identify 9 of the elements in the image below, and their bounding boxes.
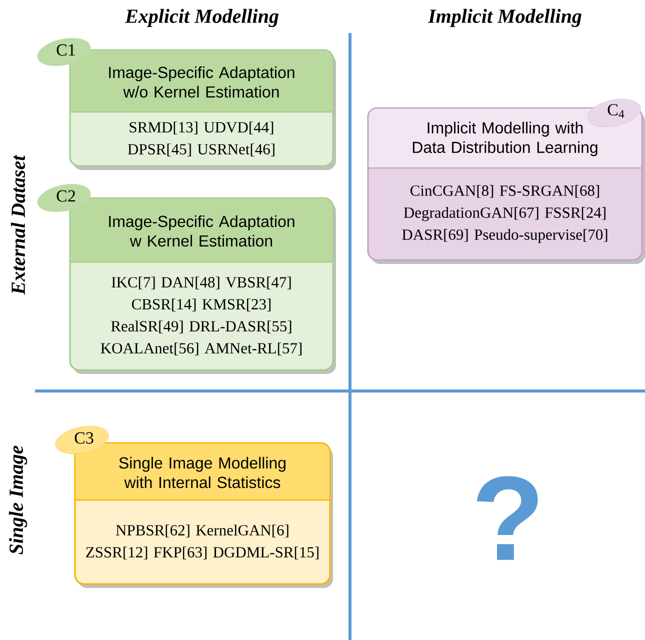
row-heading: External Dataset — [10, 154, 26, 295]
column-heading: Explicit Modelling — [124, 8, 278, 28]
category-badge: C3 — [55, 426, 109, 454]
category-badge: C2 — [37, 184, 91, 212]
row-heading: Single Image — [8, 446, 28, 554]
category-badge: C1 — [37, 38, 91, 66]
question-mark: ? — [476, 476, 538, 560]
column-heading: Implicit Modelling — [428, 8, 582, 28]
category-badge: C$_{4}$ — [587, 98, 641, 128]
